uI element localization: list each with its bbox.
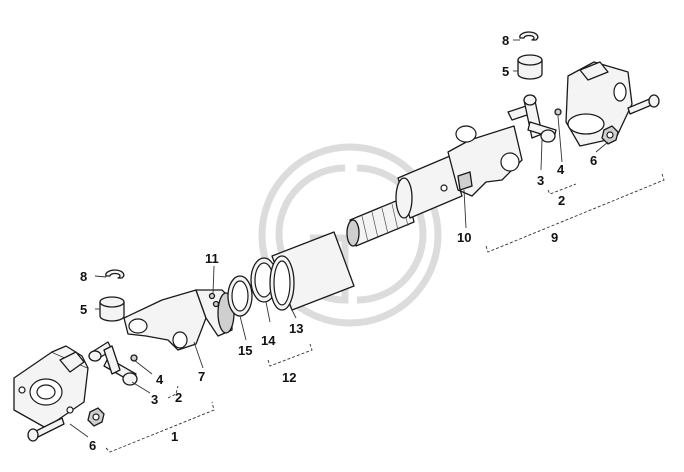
universal-joint-cross-left bbox=[88, 341, 138, 386]
bolt-left bbox=[27, 417, 65, 442]
callout-6-right: 6 bbox=[590, 153, 597, 168]
nut-left bbox=[87, 407, 105, 427]
callout-5-right: 5 bbox=[502, 64, 509, 79]
slip-yoke-left bbox=[123, 289, 235, 351]
seal-ring-14 bbox=[250, 257, 278, 303]
callout-5-left: 5 bbox=[80, 302, 87, 317]
grease-fittings-11 bbox=[208, 292, 220, 308]
callout-3-right: 3 bbox=[537, 173, 544, 188]
leader-lines bbox=[69, 39, 609, 438]
shaft-tube bbox=[395, 155, 463, 219]
callout-11: 11 bbox=[205, 251, 219, 266]
protective-sleeve-13 bbox=[269, 231, 355, 311]
callout-6-left: 6 bbox=[89, 438, 96, 453]
callout-7: 7 bbox=[198, 369, 205, 384]
callout-13: 13 bbox=[289, 321, 303, 336]
callout-8-right: 8 bbox=[502, 33, 509, 48]
group-brackets bbox=[105, 173, 665, 453]
bearing-cap-right bbox=[517, 54, 543, 80]
grease-nipple-right bbox=[554, 108, 562, 116]
callout-10: 10 bbox=[457, 230, 471, 245]
nut-right bbox=[601, 125, 619, 145]
callout-labels: 8 5 4 3 2 6 1 7 11 15 14 13 12 10 9 8 5 … bbox=[80, 33, 597, 453]
grease-nipple-left bbox=[130, 354, 138, 362]
callout-3-left: 3 bbox=[151, 392, 158, 407]
bearing-cap-left bbox=[99, 296, 125, 322]
callout-4-right: 4 bbox=[557, 162, 565, 177]
snap-ring-right bbox=[519, 31, 539, 41]
callout-9: 9 bbox=[551, 230, 558, 245]
callout-1: 1 bbox=[171, 429, 178, 444]
tube-yoke-10 bbox=[447, 125, 523, 197]
seal-ring-15 bbox=[227, 275, 253, 317]
flange-yoke-left bbox=[13, 345, 89, 429]
snap-ring-left bbox=[105, 269, 125, 279]
bolt-right bbox=[627, 94, 660, 115]
callout-8-left: 8 bbox=[80, 269, 87, 284]
callout-15: 15 bbox=[238, 343, 252, 358]
callout-14: 14 bbox=[261, 333, 276, 348]
callout-2-right: 2 bbox=[558, 193, 565, 208]
flange-yoke-right bbox=[565, 61, 633, 147]
callout-12: 12 bbox=[282, 370, 296, 385]
callout-2-left: 2 bbox=[175, 390, 182, 405]
callout-4-left: 4 bbox=[156, 372, 164, 387]
universal-joint-cross-right bbox=[507, 94, 557, 143]
